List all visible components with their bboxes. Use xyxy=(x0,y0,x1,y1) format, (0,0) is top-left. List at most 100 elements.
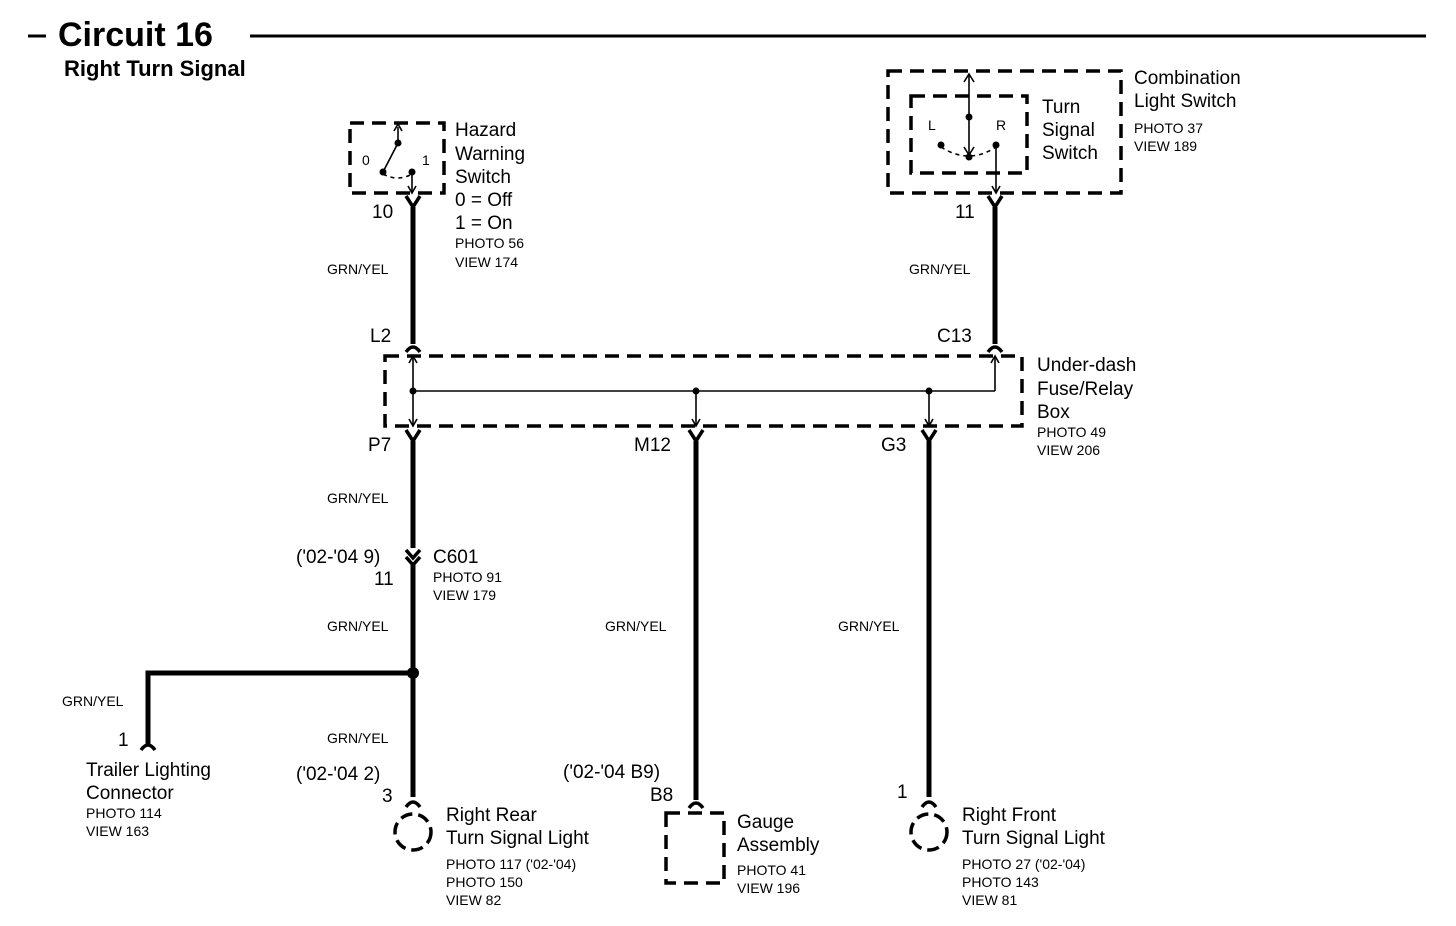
turn-switch-left-dot xyxy=(937,141,945,149)
wire-color-label: GRN/YEL xyxy=(327,618,389,634)
hazard-state-off: 0 = Off xyxy=(455,190,513,211)
fuse-splice-dot xyxy=(409,387,417,395)
hazard-contact-dot xyxy=(379,168,387,176)
bulb-icon xyxy=(393,812,433,852)
fuse-arrow xyxy=(924,418,934,428)
hazard-pos-off: 0 xyxy=(362,152,370,168)
trailer-name-line: Trailer Lighting xyxy=(86,760,211,781)
wire-color-label: GRN/YEL xyxy=(838,618,900,634)
front-light-photo-ref: PHOTO 143 xyxy=(962,874,1039,890)
front-light-view-ref: VIEW 81 xyxy=(962,892,1017,908)
rear-branch: GRN/YEL ('02-'04 9) 11 C601 PHOTO 91 VIE… xyxy=(62,441,502,797)
hazard-arrow-down xyxy=(407,185,417,195)
turn-switch-arrow-out xyxy=(991,185,1001,195)
fuse-box-outline xyxy=(383,354,1024,428)
hazard-state-on: 1 = On xyxy=(455,213,513,234)
fuse-arrow xyxy=(691,418,701,428)
gauge-assembly-box xyxy=(664,811,726,885)
turn-switch-name-line: Signal xyxy=(1042,120,1095,141)
wire-color-label: GRN/YEL xyxy=(327,730,389,746)
rear-light-name-line: Turn Signal Light xyxy=(446,828,590,849)
front-light-name-line: Right Front xyxy=(962,805,1057,826)
turn-switch-name-line: Switch xyxy=(1042,143,1098,164)
trailer-name-line: Connector xyxy=(86,783,174,804)
gauge-terminal xyxy=(687,801,705,810)
front-light-pin-label: 1 xyxy=(897,782,908,803)
fuse-box-photo-ref: PHOTO 49 xyxy=(1037,424,1106,440)
hazard-link-arc xyxy=(382,173,413,179)
fuse-arrow xyxy=(408,354,418,364)
connector-terminal xyxy=(404,195,422,211)
rear-light-photo-ref: PHOTO 150 xyxy=(446,874,523,890)
header: Circuit 16 Right Turn Signal xyxy=(28,16,1426,81)
fuse-arrow xyxy=(990,354,1000,364)
trailer-pin-label: 1 xyxy=(118,730,129,751)
hazard-pin-label: 10 xyxy=(372,202,393,223)
hazard-photo-ref: PHOTO 56 xyxy=(455,235,524,251)
fuse-output-pins: P7 M12 G3 xyxy=(368,429,938,456)
hazard-name-line: Switch xyxy=(455,167,511,188)
trailer-lighting-connector: 1 Trailer Lighting Connector PHOTO 114 V… xyxy=(86,730,211,839)
c601-pin-lower: 11 xyxy=(374,569,394,590)
fuse-box-name-line: Fuse/Relay xyxy=(1037,379,1134,400)
combination-name-line: Combination xyxy=(1134,68,1241,89)
right-rear-turn-signal-light: ('02-'04 2) 3 Right Rear Turn Signal Lig… xyxy=(296,764,590,908)
front-branch: GRN/YEL 1 Right Front Turn Signal Light … xyxy=(838,441,1106,908)
under-dash-fuse-relay-box: Under-dash Fuse/Relay Box PHOTO 49 VIEW … xyxy=(383,354,1136,458)
hazard-arrow-up xyxy=(393,122,403,132)
wire-color-label: GRN/YEL xyxy=(62,693,124,709)
c601-pin-upper: ('02-'04 9) xyxy=(296,547,380,568)
turn-switch-center-dot xyxy=(965,153,973,161)
turn-switch-left-label: L xyxy=(928,117,936,133)
combination-light-switch: L R Turn Signal Switch Combination Light… xyxy=(886,68,1241,223)
fuse-pin-l2: L2 xyxy=(370,326,391,347)
bulb-icon xyxy=(909,812,949,852)
trailer-view-ref: VIEW 163 xyxy=(86,823,149,839)
c601-photo-ref: PHOTO 91 xyxy=(433,569,502,585)
connector-terminal xyxy=(920,429,938,445)
gauge-pin-lower: B8 xyxy=(650,785,673,806)
wire-color-label: GRN/YEL xyxy=(605,618,667,634)
wire-color-label: GRN/YEL xyxy=(327,490,389,506)
fuse-pin-p7: P7 xyxy=(368,435,391,456)
turn-switch-arrow-up xyxy=(963,72,975,83)
wire-color-label: GRN/YEL xyxy=(909,261,971,277)
connector-terminal xyxy=(404,345,422,354)
hazard-switch-blade xyxy=(382,142,399,173)
c601-connector-mark xyxy=(404,548,422,561)
turn-switch-pivot-dot xyxy=(965,113,973,121)
connector-terminal xyxy=(687,429,705,445)
fuse-pin-c13: C13 xyxy=(937,326,972,347)
gauge-view-ref: VIEW 196 xyxy=(737,880,800,896)
gauge-photo-ref: PHOTO 41 xyxy=(737,862,806,878)
hazard-name-line: Hazard xyxy=(455,120,516,141)
gauge-name-line: Assembly xyxy=(737,835,820,856)
rear-light-name-line: Right Rear xyxy=(446,805,537,826)
hazard-warning-switch: 0 1 Hazard Warning Switch 0 = Off 1 = On… xyxy=(348,120,525,270)
fuse-box-name-line: Box xyxy=(1037,402,1070,423)
combination-view-ref: VIEW 189 xyxy=(1134,138,1197,154)
rear-light-terminal xyxy=(404,800,422,809)
combination-switch-box xyxy=(886,69,1123,195)
front-light-photo-ref: PHOTO 27 ('02-'04) xyxy=(962,856,1085,872)
circuit-subtitle: Right Turn Signal xyxy=(64,56,246,81)
wire-color-label: GRN/YEL xyxy=(327,261,389,277)
fuse-arrow xyxy=(408,418,418,428)
gauge-pin-upper: ('02-'04 B9) xyxy=(563,762,660,783)
hazard-pos-on: 1 xyxy=(422,152,430,168)
upper-wires: GRN/YEL GRN/YEL L2 C13 xyxy=(327,195,1004,354)
trailer-connector-terminal xyxy=(139,743,157,752)
wire-splice-to-trailer xyxy=(145,670,413,745)
gauge-name-line: Gauge xyxy=(737,812,794,833)
fuse-pin-m12: M12 xyxy=(634,435,671,456)
combination-name-line: Light Switch xyxy=(1134,91,1236,112)
c601-name: C601 xyxy=(433,547,478,568)
trailer-photo-ref: PHOTO 114 xyxy=(86,805,162,821)
rear-light-photo-ref: PHOTO 117 ('02-'04) xyxy=(446,856,576,872)
front-light-name-line: Turn Signal Light xyxy=(962,828,1106,849)
c601-view-ref: VIEW 179 xyxy=(433,587,496,603)
hazard-name-line: Warning xyxy=(455,144,525,165)
connector-terminal xyxy=(986,195,1004,211)
connector-terminal xyxy=(986,345,1004,354)
